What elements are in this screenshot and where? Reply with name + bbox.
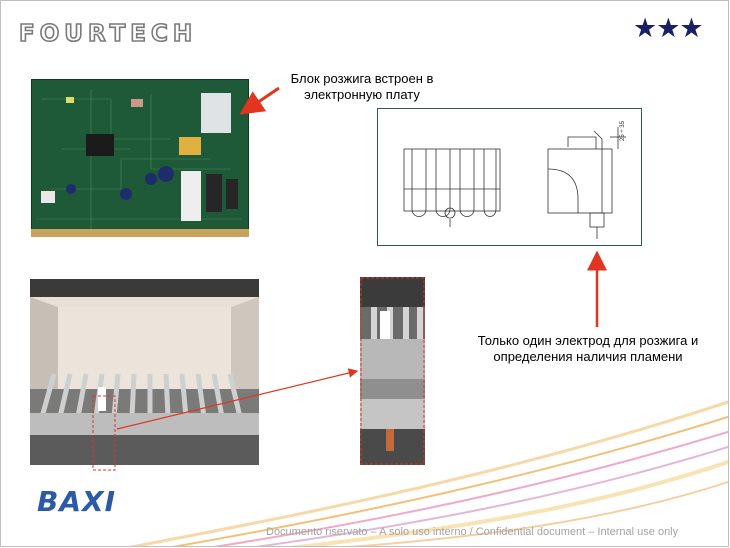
confidential-footer: Documento riservato – A solo uso interno… xyxy=(266,526,679,538)
decorative-swoosh xyxy=(128,400,728,546)
baxi-logo: BAXI xyxy=(37,485,117,518)
ignition-block-callout: Блок розжига встроен в электронную плату xyxy=(290,71,434,102)
electrode-zoom-photo xyxy=(360,277,425,465)
fourtech-logo: FOURTECH xyxy=(18,20,198,48)
burner-technical-drawing: 25 ÷ 35 xyxy=(377,108,642,246)
burner-photo xyxy=(30,279,259,465)
pcb-photo xyxy=(31,79,249,237)
single-electrode-callout: Только один электрод для розжига и опред… xyxy=(477,333,699,364)
rating-stars: ★★★ xyxy=(633,13,704,44)
dimension-label: 25 ÷ 35 xyxy=(620,120,626,141)
burner-drawing-svg: 25 ÷ 35 xyxy=(403,120,626,239)
